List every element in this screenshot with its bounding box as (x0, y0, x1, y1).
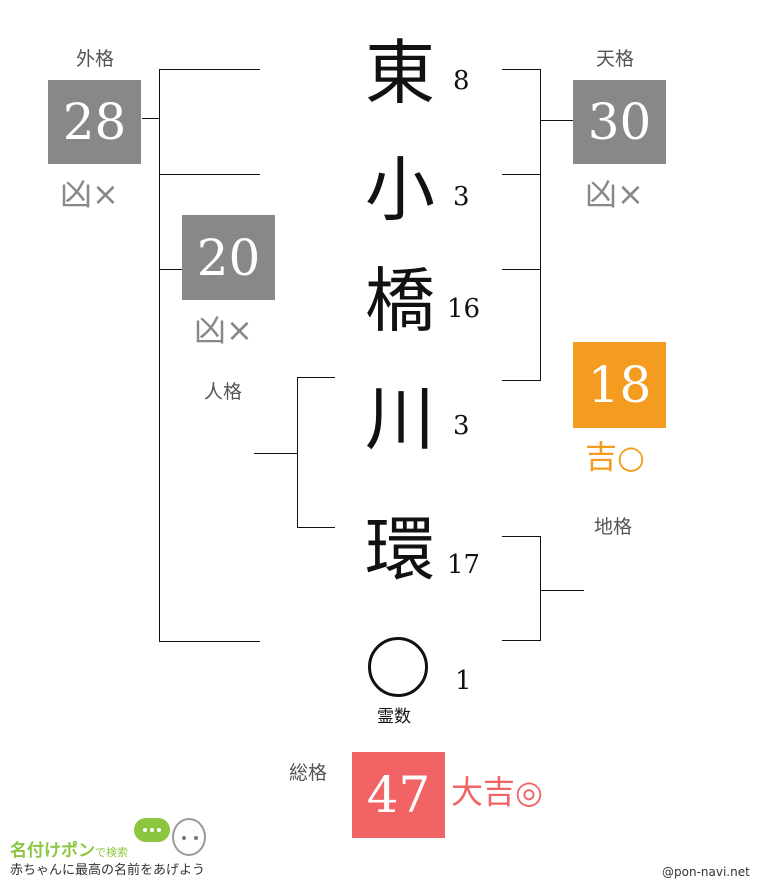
jinkaku-value: 20 (196, 228, 261, 287)
brand-search-text: 名付けポンで検索 (10, 841, 128, 860)
baby-face-icon (172, 818, 206, 856)
footer-tagline: 赤ちゃんに最高の名前をあげよう (10, 863, 206, 878)
name-char-5: 環 (365, 509, 435, 591)
jinkaku-label: 人格 (204, 381, 243, 403)
soukaku-fortune: 大吉◎ (451, 773, 543, 811)
stroke-count-3: 16 (447, 294, 481, 324)
gaikaku-value: 28 (62, 93, 127, 151)
jinkaku-box: 20 (182, 215, 275, 300)
tenkaku-label: 天格 (596, 48, 635, 70)
reisu-label: 霊数 (377, 707, 411, 727)
chikaku-value: 18 (587, 356, 652, 414)
soukaku-value: 47 (366, 766, 431, 824)
stroke-count-1: 8 (453, 66, 470, 96)
name-char-4: 川 (365, 378, 435, 460)
tenkaku-fortune: 凶× (585, 175, 644, 213)
brand-suffix: で検索 (95, 846, 128, 859)
tenkaku-value: 30 (587, 93, 652, 151)
gaikaku-box: 28 (48, 80, 141, 164)
soukaku-box: 47 (352, 752, 445, 838)
name-char-1: 東 (365, 32, 435, 114)
tenkaku-box: 30 (573, 80, 666, 164)
brand-name: 名付けポン (10, 841, 95, 861)
site-credit: @pon-navi.net (662, 865, 750, 879)
stroke-count-2: 3 (453, 182, 470, 212)
chikaku-box: 18 (573, 342, 666, 428)
stroke-count-5: 17 (447, 550, 481, 580)
soukaku-label: 総格 (289, 762, 328, 784)
chikaku-fortune: 吉○ (585, 438, 645, 476)
reisu-stroke-count: 1 (455, 666, 472, 696)
gaikaku-fortune: 凶× (60, 175, 119, 213)
name-char-2: 小 (365, 149, 435, 231)
stroke-count-4: 3 (453, 411, 470, 441)
chikaku-label: 地格 (594, 516, 633, 538)
reisu-circle (368, 637, 428, 697)
name-char-3: 橋 (365, 260, 435, 342)
jinkaku-fortune: 凶× (194, 311, 253, 349)
chat-bubble-icon (134, 818, 170, 842)
gaikaku-label: 外格 (76, 48, 115, 70)
